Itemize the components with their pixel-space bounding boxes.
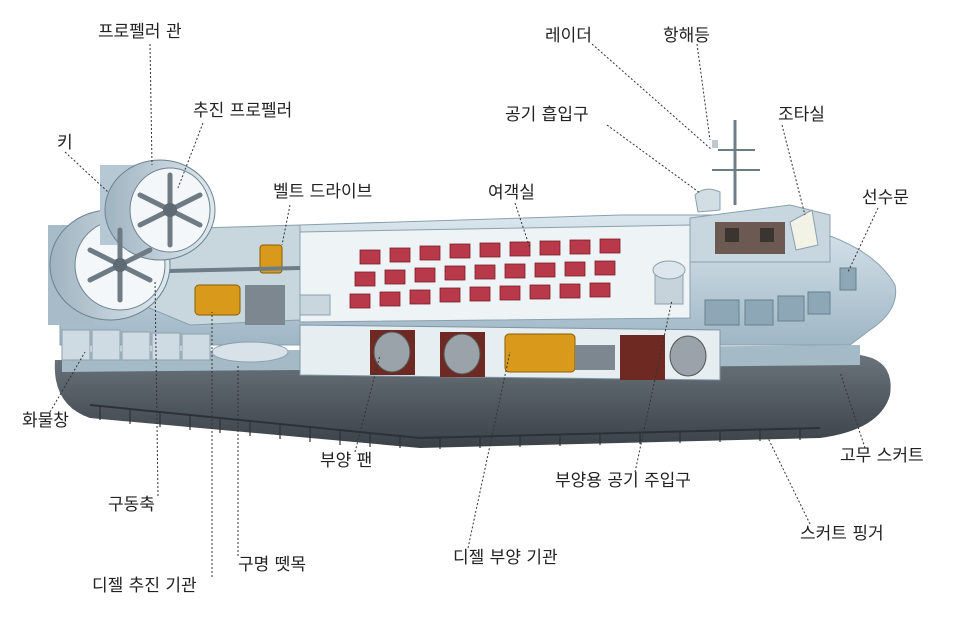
- label-diesel-propulsion-engine: 디젤 추진 기관: [92, 576, 197, 596]
- label-air-intake: 공기 흡입구: [505, 105, 589, 125]
- label-lift-diesel-engine: 디젤 부양 기관: [453, 548, 558, 568]
- label-nav-light: 항해등: [663, 26, 710, 46]
- passenger-cabin: [299, 224, 691, 323]
- label-lift-fan: 부양 팬: [320, 451, 373, 471]
- bridge-windows: [704, 267, 857, 326]
- cargo-boxes: [61, 329, 211, 361]
- label-propeller-duct: 프로펠러 관: [98, 22, 182, 42]
- wheelhouse: [689, 120, 831, 263]
- label-bow-door: 선수문: [862, 188, 909, 208]
- label-liferaft: 구명 뗏목: [238, 555, 306, 575]
- label-cabin: 여객실: [488, 183, 535, 203]
- label-belt-drive: 벨트 드라이브: [273, 182, 373, 202]
- label-lift-air-main-intake: 부양용 공기 주입구: [555, 471, 691, 491]
- label-radar: 레이더: [545, 26, 592, 46]
- label-skirt-finger: 스커트 핑거: [800, 524, 884, 544]
- lower-compartment: [299, 324, 721, 381]
- propeller-hub-upper: [163, 203, 177, 217]
- skirt-fingers: [99, 405, 801, 449]
- label-thrust-propeller: 추진 프로펠러: [193, 101, 293, 121]
- label-cargo-hold: 화물창: [22, 411, 69, 431]
- label-rubber-skirt: 고무 스커트: [840, 446, 924, 466]
- label-drive-shaft: 구동축: [108, 495, 155, 515]
- lift-air-intake: [652, 260, 686, 305]
- propeller-hub-lower: [113, 258, 127, 272]
- leader-lines: [49, 43, 879, 577]
- label-rudder: 키: [57, 133, 73, 153]
- label-wheelhouse: 조타실: [778, 105, 825, 125]
